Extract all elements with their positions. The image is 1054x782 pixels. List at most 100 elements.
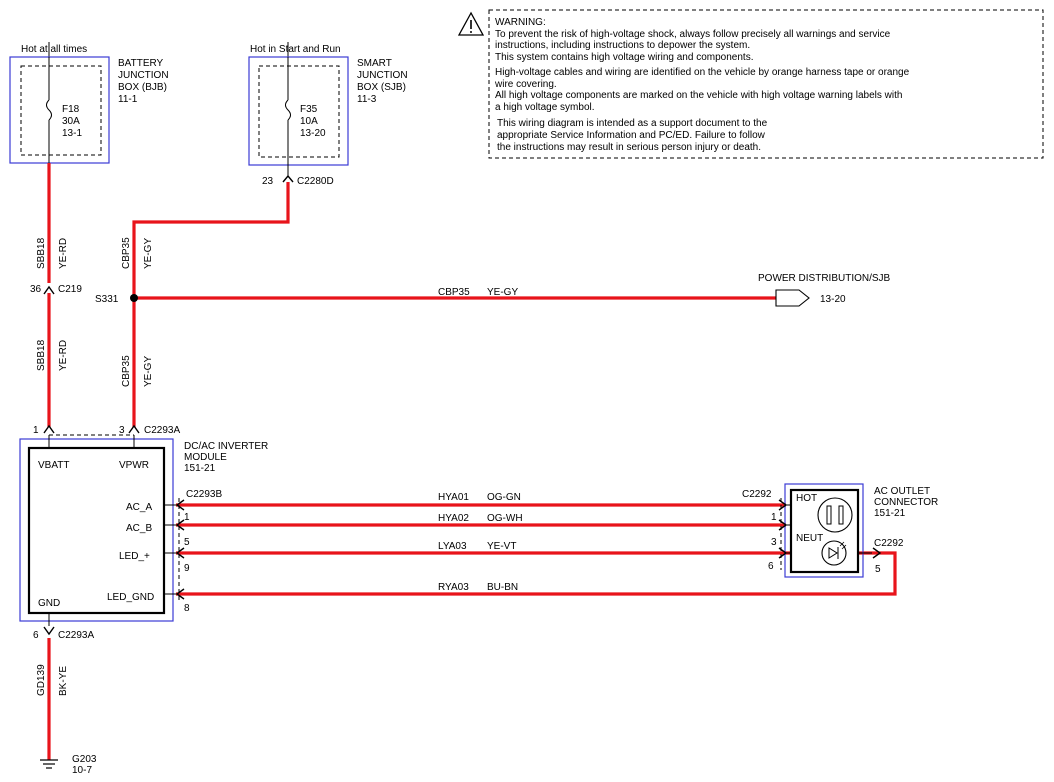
fuse-icon bbox=[46, 99, 52, 121]
bjb-ref: 11-1 bbox=[118, 94, 138, 105]
inverter-side-pin: 8 bbox=[184, 603, 190, 614]
wire-color-label: BU-BN bbox=[487, 582, 518, 593]
pin-label-vbatt: VBATT bbox=[38, 460, 69, 471]
warning-title: WARNING: bbox=[495, 17, 546, 28]
connector-arrow-icon bbox=[43, 626, 55, 636]
bjb-name: JUNCTION bbox=[118, 70, 169, 81]
outlet-left-pin: 6 bbox=[768, 561, 774, 572]
warning-line: This system contains high voltage wiring… bbox=[495, 52, 753, 63]
circuit-label: CBP35 bbox=[121, 237, 132, 269]
warning-line: High-voltage cables and wiring are ident… bbox=[495, 67, 910, 78]
battery-junction-box: Hot at all times F18 30A 13-1 BATTERY JU… bbox=[9, 42, 169, 164]
splice-label: S331 bbox=[95, 294, 119, 305]
inverter-top-connector: C2293A bbox=[144, 425, 180, 436]
power-distribution: POWER DISTRIBUTION/SJB 13-20 bbox=[758, 273, 891, 307]
outlet-name: CONNECTOR bbox=[874, 497, 938, 508]
sjb-ref: 11-3 bbox=[357, 94, 377, 105]
sjb-name: SMART bbox=[357, 58, 392, 69]
power-dist-ref: 13-20 bbox=[820, 294, 846, 305]
dc-ac-inverter-module: 1 3 C2293A VBATT VPWR AC_A AC_B LED_+ GN… bbox=[19, 424, 268, 641]
wire-cbp35-vertical bbox=[132, 182, 290, 427]
circuit-label: RYA03 bbox=[438, 582, 469, 593]
inverter-top-pin: 3 bbox=[119, 425, 125, 436]
notice-line: This wiring diagram is intended as a sup… bbox=[497, 118, 768, 129]
splice-dot bbox=[130, 294, 138, 302]
ground-circuit: GD139 BK-YE G203 10-7 bbox=[36, 664, 97, 776]
sjb-fuse-id: F35 bbox=[300, 104, 318, 115]
pin-label-vpwr: VPWR bbox=[119, 460, 149, 471]
notice-line: appropriate Service Information and PC/E… bbox=[497, 130, 766, 141]
smart-junction-box: Hot in Start and Run F35 10A 13-20 SMART… bbox=[248, 42, 408, 187]
warning-triangle-icon bbox=[457, 11, 485, 36]
wire-color-label: OG-GN bbox=[487, 492, 521, 503]
warning-line: To prevent the risk of high-voltage shoc… bbox=[495, 29, 891, 40]
inverter-name: MODULE bbox=[184, 452, 227, 463]
connector-arrow-icon bbox=[282, 174, 294, 183]
circuit-label: CBP35 bbox=[121, 355, 132, 387]
bjb-name: BATTERY bbox=[118, 58, 164, 69]
connector-arrow-icon bbox=[175, 519, 185, 531]
wire-color-label: OG-WH bbox=[487, 513, 523, 524]
sjb-connector-pin: 23 bbox=[262, 176, 274, 187]
warning-line: instructions, including instructions to … bbox=[495, 40, 750, 51]
inverter-side-pin: 9 bbox=[184, 563, 190, 574]
led-icon bbox=[821, 540, 847, 566]
pin-label-gnd: GND bbox=[38, 598, 60, 609]
ground-name: G203 bbox=[72, 754, 97, 765]
inverter-name: DC/AC INVERTER bbox=[184, 441, 268, 452]
pin-label-led-gnd: LED_GND bbox=[107, 592, 154, 603]
bjb-fuse-id: F18 bbox=[62, 104, 80, 115]
bjb-fuse-rating: 30A bbox=[62, 116, 80, 127]
ground-ref: 10-7 bbox=[72, 765, 92, 776]
pin-label-ac-b: AC_B bbox=[126, 523, 152, 534]
c219-connector: 36 C219 bbox=[30, 284, 82, 295]
inverter-side-pin: 5 bbox=[184, 537, 190, 548]
outlet-left-pin: 3 bbox=[771, 537, 777, 548]
circuit-label: LYA03 bbox=[438, 541, 467, 552]
sjb-connector: C2280D bbox=[297, 176, 334, 187]
circuit-label: HYA02 bbox=[438, 513, 469, 524]
sjb-name: BOX (SJB) bbox=[357, 82, 406, 93]
sjb-fuse-rating: 10A bbox=[300, 116, 318, 127]
connector-arrow-icon bbox=[872, 547, 882, 559]
ac-outlet-connector: C2292 1 3 6 HOT NEUT C2292 5 AC OUTLET C… bbox=[742, 483, 938, 578]
circuit-label: GD139 bbox=[36, 664, 47, 696]
warning-line: wire covering. bbox=[494, 79, 557, 90]
connector-arrow-icon bbox=[128, 424, 140, 434]
outlet-wire-labels: HYA01 OG-GN HYA02 OG-WH LYA03 YE-VT RYA0… bbox=[438, 492, 523, 593]
c219-name: C219 bbox=[58, 284, 82, 295]
fuse-icon bbox=[285, 99, 291, 121]
sjb-name: JUNCTION bbox=[357, 70, 408, 81]
outlet-neut-label: NEUT bbox=[796, 533, 823, 544]
wires bbox=[47, 163, 897, 760]
outlet-right-pin: 5 bbox=[875, 564, 881, 575]
wire-lya03-rya03 bbox=[176, 551, 897, 596]
outlet-ref: 151-21 bbox=[874, 508, 906, 519]
pin-label-led: LED_+ bbox=[119, 551, 150, 562]
power-dist-label: POWER DISTRIBUTION/SJB bbox=[758, 273, 891, 284]
sbb18-labels: SBB18 YE-RD SBB18 YE-RD bbox=[36, 237, 69, 371]
connector-arrow-icon bbox=[43, 424, 55, 434]
outlet-hot-label: HOT bbox=[796, 493, 817, 504]
wire-color-label: BK-YE bbox=[58, 666, 69, 696]
outlet-name: AC OUTLET bbox=[874, 486, 930, 497]
warning-panel: WARNING: To prevent the risk of high-vol… bbox=[457, 9, 1044, 159]
connector-arrow-icon bbox=[175, 547, 185, 559]
inverter-bottom-pin: 6 bbox=[33, 630, 39, 641]
pin-label-ac-a: AC_A bbox=[126, 502, 152, 513]
outlet-socket-icon bbox=[817, 497, 853, 533]
ground-icon bbox=[40, 759, 58, 769]
wire-color-label: YE-RD bbox=[58, 238, 69, 269]
inverter-bottom-connector: C2293A bbox=[58, 630, 94, 641]
bjb-name: BOX (BJB) bbox=[118, 82, 167, 93]
wire-color-label: YE-VT bbox=[487, 541, 516, 552]
circuit-label: CBP35 bbox=[438, 287, 470, 298]
splice-s331: S331 bbox=[95, 294, 138, 305]
bjb-fuse-ref: 13-1 bbox=[62, 128, 82, 139]
warning-box bbox=[488, 9, 1044, 159]
circuit-label: HYA01 bbox=[438, 492, 469, 503]
connector-arrow-icon bbox=[175, 588, 185, 600]
c219-pin: 36 bbox=[30, 284, 42, 295]
inverter-side-pin: 1 bbox=[184, 512, 190, 523]
